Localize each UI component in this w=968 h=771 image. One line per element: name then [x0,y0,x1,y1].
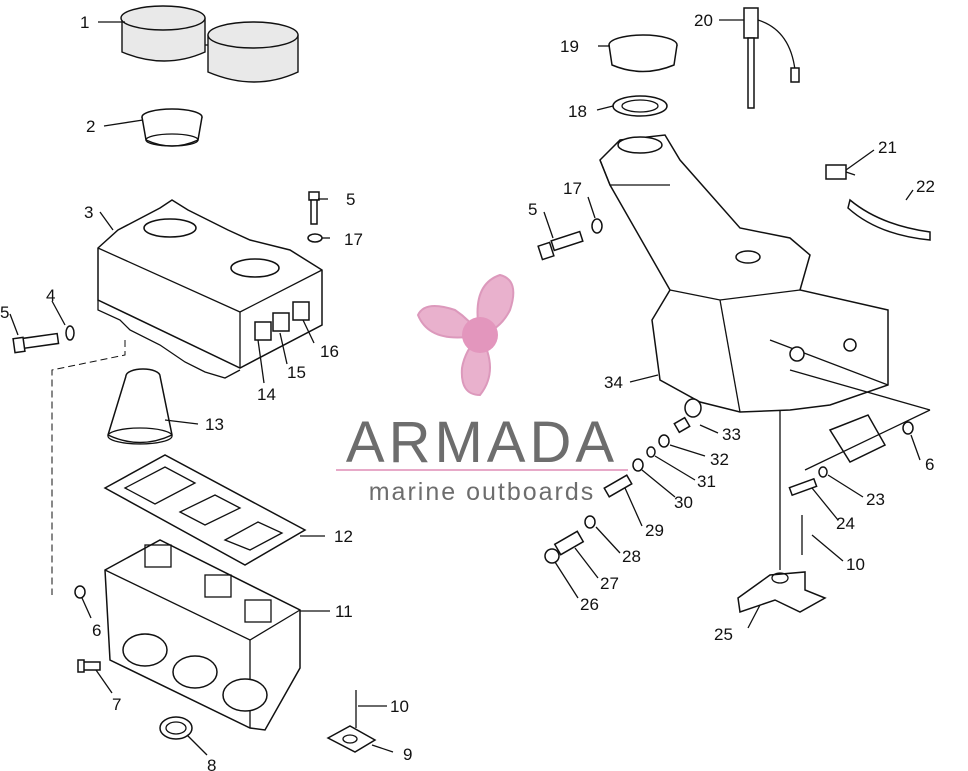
callout-11: 11 [335,602,353,621]
callout-1: 1 [80,13,89,32]
gasket [103,454,307,566]
callout-5: 5 [0,303,9,322]
callout-17: 17 [344,230,363,249]
screw-7 [77,659,101,673]
cap-gasket [612,95,668,117]
air-box [97,199,323,379]
bracket-25 [737,571,827,614]
fuel-pump-mount [788,414,914,555]
callout-9: 9 [403,745,412,764]
callout-23: 23 [866,490,885,509]
callout-31: 31 [697,472,716,491]
alignment-line-left [51,340,126,595]
washer-6-left [74,585,86,599]
callout-19: 19 [560,37,579,56]
fuel-tank [599,134,889,413]
bracket-9 [326,725,377,753]
callout-27: 27 [600,574,619,593]
fuel-sender [743,7,800,109]
callout-20: 20 [694,11,713,30]
callout-34: 34 [604,373,623,392]
bolt-right [537,218,603,261]
callout-5: 5 [528,200,537,219]
callout-30: 30 [674,493,693,512]
watermark-tagline: marine outboards [369,478,596,506]
callout-25: 25 [714,625,733,644]
fuel-cap [608,34,678,73]
callout-16: 16 [320,342,339,361]
callout-13: 13 [205,415,224,434]
callout-32: 32 [710,450,729,469]
callout-12: 12 [334,527,353,546]
alignment-line-right-2 [804,409,931,471]
air-filter-element [120,5,299,83]
callout-6: 6 [925,455,934,474]
vent-fitting [825,164,931,241]
leader-lines [9,19,921,756]
callout-21: 21 [878,138,897,157]
callout-2: 2 [86,117,95,136]
callout-6: 6 [92,621,101,640]
carb-mount-block [104,539,301,731]
callout-10: 10 [390,697,409,716]
callout-18: 18 [568,102,587,121]
armada-watermark: ARMADA marine outboards [336,273,628,506]
callout-33: 33 [722,425,741,444]
callout-26: 26 [580,595,599,614]
fuel-outlet-stack [544,398,702,564]
callout-29: 29 [645,521,664,540]
callout-4: 4 [46,286,55,305]
callout-8: 8 [207,756,216,771]
callout-24: 24 [836,514,855,533]
bolt-left [12,325,75,354]
callout-5: 5 [346,190,355,209]
callout-3: 3 [84,203,93,222]
propeller-logo-icon [416,273,515,397]
callout-7: 7 [112,695,121,714]
plug-8 [159,716,193,740]
callout-labels: 1 2 3 4 5 5 17 13 12 11 14 15 16 6 7 8 9… [0,11,935,771]
callout-14: 14 [257,385,276,404]
callout-10: 10 [846,555,865,574]
callout-15: 15 [287,363,306,382]
callout-28: 28 [622,547,641,566]
watermark-brand: ARMADA [346,410,618,475]
filter-adapter [141,108,203,147]
callout-22: 22 [916,177,935,196]
intake-boot [107,368,173,445]
callout-17: 17 [563,179,582,198]
alignment-line-right-3 [789,369,931,411]
